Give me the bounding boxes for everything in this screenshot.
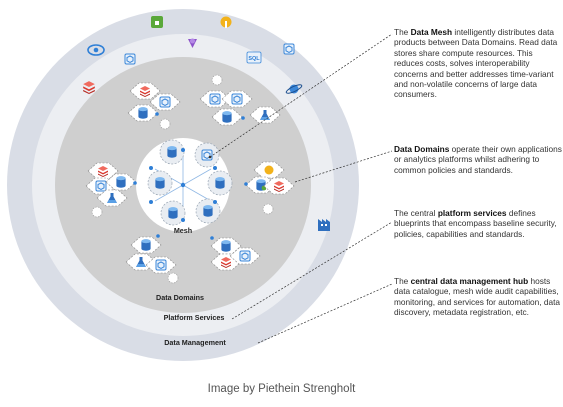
caption-mesh-bold: Data Mesh bbox=[410, 27, 453, 37]
database-icon bbox=[215, 177, 225, 189]
mesh-connector-dot bbox=[213, 200, 217, 204]
mesh-node-bottom-right bbox=[195, 198, 221, 224]
database-icon bbox=[138, 107, 148, 119]
domain-cluster-bottom-left bbox=[125, 234, 179, 284]
domain-cluster-left bbox=[85, 162, 137, 218]
database-icon bbox=[116, 176, 126, 188]
caption-mesh: The Data Mesh intelligently distributes … bbox=[394, 27, 562, 100]
leader-line-management bbox=[257, 283, 393, 344]
caption-management-bold: central data management hub bbox=[410, 276, 529, 286]
image-credit: Image by Piethein Strengholt bbox=[207, 383, 356, 395]
purview-icon bbox=[188, 38, 197, 48]
sql-icon: SQL bbox=[246, 51, 262, 64]
cube-icon bbox=[155, 259, 167, 271]
leader-line-domains bbox=[294, 150, 393, 183]
database-icon bbox=[141, 239, 151, 251]
leader-lines bbox=[209, 33, 393, 344]
mesh-connector-dot bbox=[213, 166, 217, 170]
caption-platform-pre: The central bbox=[394, 208, 438, 218]
mesh-node-right bbox=[207, 170, 233, 196]
mesh-connector-dot bbox=[149, 166, 153, 170]
domain-cluster-top-right bbox=[199, 74, 281, 126]
caption-platform-post: defines blueprints that encompass baseli… bbox=[394, 208, 557, 239]
sql-label: SQL bbox=[248, 56, 260, 62]
cube-icon bbox=[201, 149, 213, 161]
database-icon bbox=[222, 111, 232, 123]
mesh-node-top-right bbox=[194, 142, 220, 168]
caption-management-pre: The bbox=[394, 276, 411, 286]
cube-icon bbox=[231, 93, 243, 105]
data-domains-label: Data Domains bbox=[156, 293, 204, 302]
caption-management-post: hosts data catalogue, mesh wide audit ca… bbox=[394, 276, 561, 318]
cube-icon bbox=[239, 250, 251, 262]
domain-cluster-top bbox=[127, 82, 181, 130]
cube-icon bbox=[95, 180, 107, 192]
mesh-node-left bbox=[147, 170, 173, 196]
mesh-connector-dot bbox=[149, 200, 153, 204]
caption-domains-post: operate their own applications or analyt… bbox=[394, 144, 562, 175]
planet-icon bbox=[285, 84, 303, 94]
mesh-node-bottom-left bbox=[160, 200, 186, 226]
caption-platform-bold: platform services bbox=[437, 208, 507, 218]
key-vault-icon bbox=[220, 16, 232, 28]
domain-cluster-right bbox=[244, 161, 295, 215]
eye-monitor-icon bbox=[87, 44, 105, 56]
data-management-label: Data Management bbox=[164, 338, 226, 347]
caption-platform: The central platform services defines bl… bbox=[394, 208, 562, 239]
caption-mesh-post: intelligently distributes data products … bbox=[394, 27, 558, 100]
gear-icon bbox=[264, 165, 274, 175]
caption-domains-bold: Data Domains bbox=[394, 144, 450, 154]
shield-lock-icon bbox=[151, 16, 163, 28]
domain-cluster-bottom-right bbox=[210, 236, 261, 271]
leader-line-mesh bbox=[209, 33, 393, 158]
database-icon bbox=[168, 207, 178, 219]
cube-icon bbox=[209, 93, 221, 105]
mesh-center-dot bbox=[180, 182, 186, 188]
caption-mesh-pre: The bbox=[394, 27, 411, 37]
cube-icon bbox=[124, 53, 136, 65]
mesh-connector-dot bbox=[181, 218, 185, 222]
caption-management: The central data management hub hosts da… bbox=[394, 276, 562, 318]
factory-icon bbox=[318, 219, 330, 231]
cube-icon bbox=[159, 96, 171, 108]
leader-line-platform bbox=[231, 221, 393, 320]
database-icon bbox=[155, 177, 165, 189]
settings-cube-icon bbox=[283, 43, 295, 55]
mesh-node-top-left bbox=[159, 139, 185, 165]
database-icon bbox=[221, 240, 231, 252]
database-icon bbox=[167, 146, 177, 158]
database-icon bbox=[203, 205, 213, 217]
mesh-connector-dot bbox=[181, 148, 185, 152]
mesh-label: Mesh bbox=[174, 226, 192, 235]
platform-services-label: Platform Services bbox=[164, 313, 225, 322]
caption-domains: Data Domains operate their own applicati… bbox=[394, 144, 562, 175]
